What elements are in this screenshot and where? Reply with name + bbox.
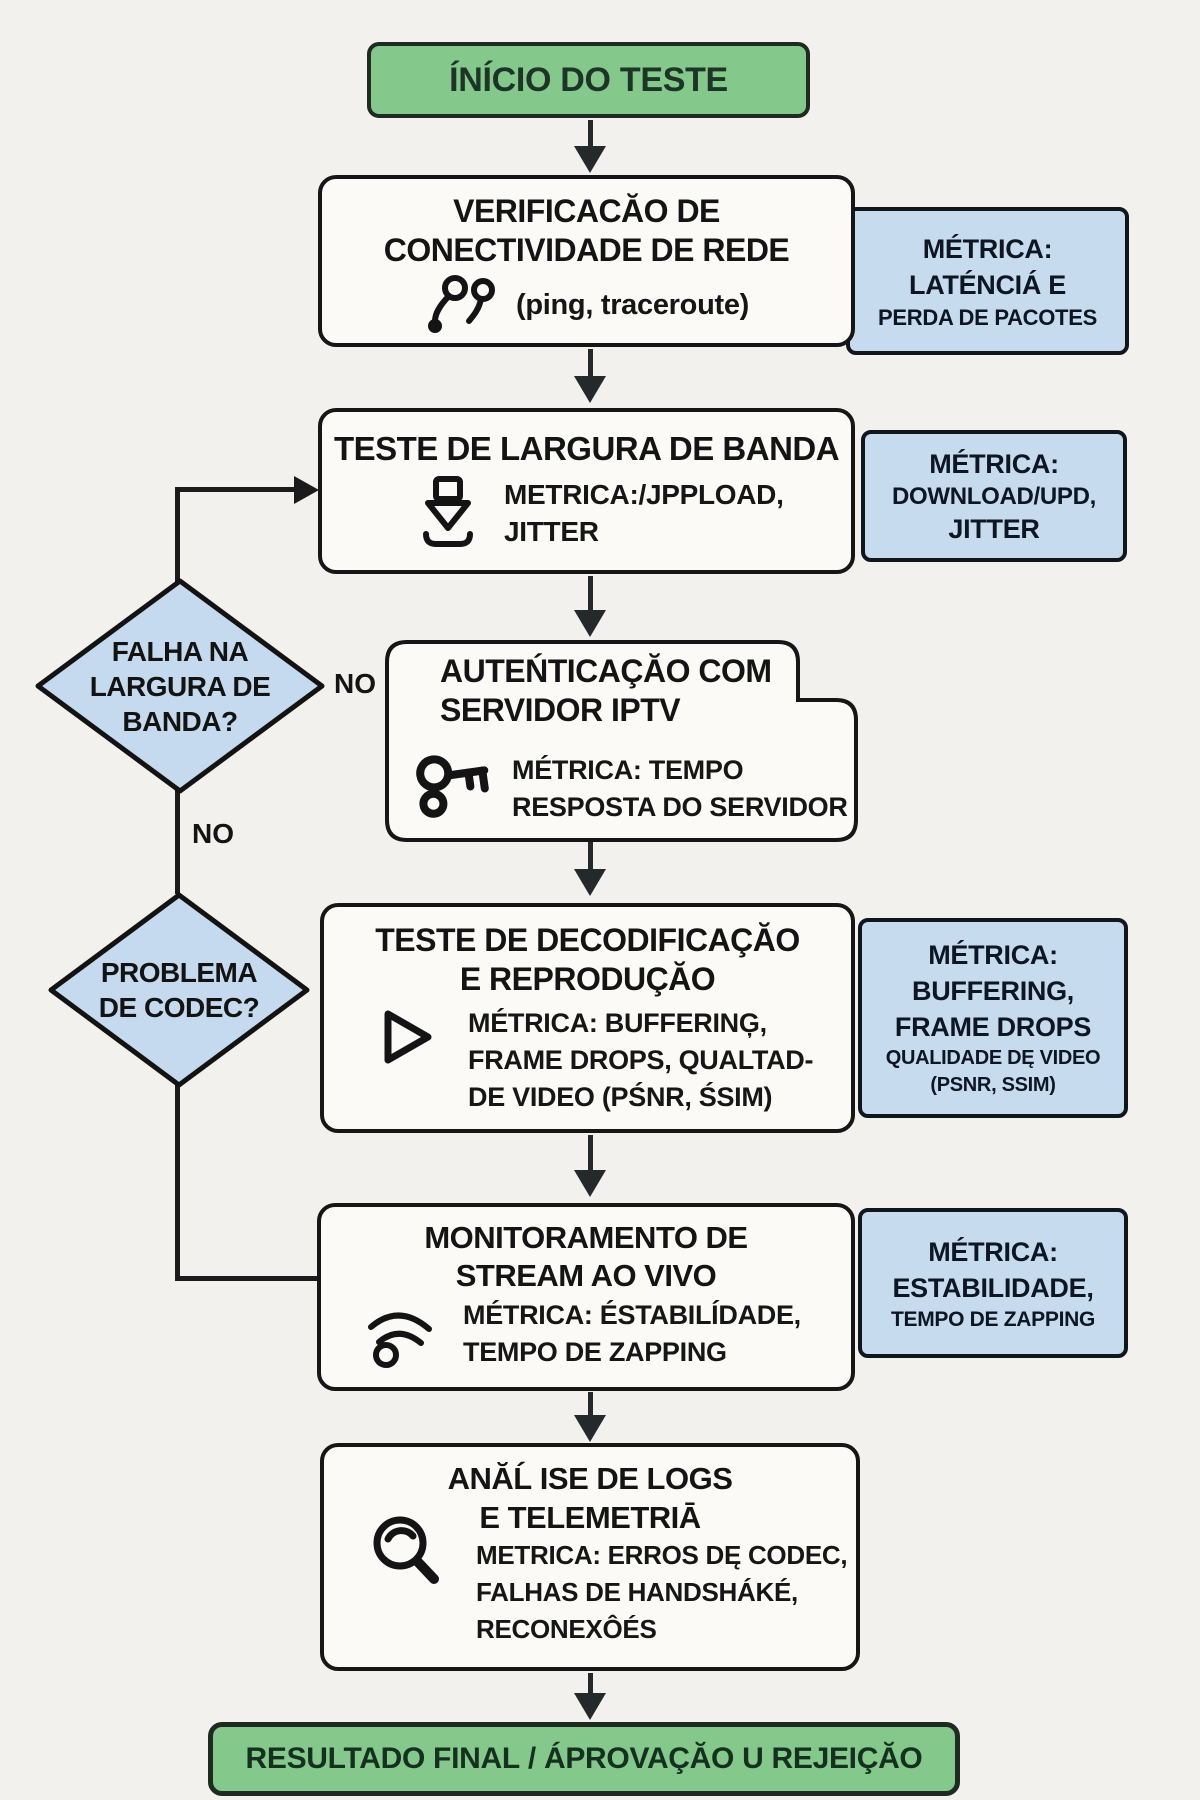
no-label-down: NO bbox=[192, 818, 234, 849]
bandwidth-title: TESTE DE LARGURA DE BANDA bbox=[333, 430, 840, 467]
flow-arrow-shaft bbox=[588, 349, 593, 378]
flow-arrow-head bbox=[574, 1170, 606, 1197]
decision-bandwidth-failure: FALHA NA LARGURA DE BANDA? bbox=[35, 578, 325, 794]
connectivity-node: VERIFICACĂO DE CONECTIVIDADE DE REDE (pi… bbox=[318, 175, 855, 347]
auth-detail-line1: MÉTRICA: TEMPO bbox=[512, 755, 744, 785]
metric-line: MÉTRICA: bbox=[922, 233, 1053, 264]
metric-line: TEMPO DE ZAPPING bbox=[890, 1307, 1096, 1331]
metric-line: LATÉNCIÁ E bbox=[909, 269, 1066, 300]
end-node: RESULTADO FINAL / ÁPROVAÇĂO U REJEIÇĂO bbox=[208, 1722, 960, 1796]
metric-line: ESTABILIDADE, bbox=[892, 1272, 1094, 1303]
wifi-icon bbox=[368, 1312, 432, 1368]
connectivity-title-line1: VERIFICACĂO DE bbox=[453, 193, 720, 229]
decision-bandwidth-failure-shape bbox=[35, 578, 325, 794]
monitoring-detail-line2: TEMPO DE ZAPPING bbox=[463, 1337, 727, 1367]
connectivity-title-line2: CONECTIVIDADE DE REDE bbox=[383, 232, 790, 268]
end-label-rest: / ÁPROVAÇĂO U REJEIÇĂO bbox=[519, 1742, 923, 1775]
metric-line: QUALIDADE DĘ VIDEO bbox=[885, 1047, 1101, 1069]
bandwidth-detail-line2: JITTER bbox=[504, 516, 599, 547]
decision-line: BANDA? bbox=[122, 705, 238, 737]
connector-decision1-decision2 bbox=[175, 790, 180, 894]
flow-arrow-head bbox=[574, 610, 606, 637]
flow-arrow-head bbox=[574, 146, 606, 173]
metric-line: FRAME DROPS bbox=[894, 1012, 1092, 1042]
flow-arrow-shaft bbox=[588, 842, 593, 871]
network-nodes-icon bbox=[427, 275, 495, 333]
no-label-side: NO bbox=[334, 668, 376, 699]
decode-detail-line1: MÉTRICA: BUFFERINĢ, bbox=[468, 1008, 767, 1038]
flow-arrow-shaft bbox=[588, 1392, 593, 1417]
bandwidth-node: TESTE DE LARGURA DE BANDA METRICA:/JPPLO… bbox=[318, 408, 855, 574]
auth-node-shape bbox=[385, 640, 858, 842]
metric-line: MÉTRICA: bbox=[928, 1236, 1058, 1267]
download-icon bbox=[423, 476, 473, 547]
metric-line: PERDA DE PACOTES bbox=[878, 304, 1097, 330]
decode-detail-line3: DE VIDEO (PŚNR, ŚSIM) bbox=[468, 1082, 773, 1112]
monitoring-title-line1: MONITORAMENTO DE bbox=[424, 1220, 748, 1255]
decode-node: TESTE DE DECODIFICAÇĂO E REPRODUÇĂO MÉTR… bbox=[320, 903, 855, 1133]
auth-detail-line2: RESPOSTA DO SERVIDOR bbox=[512, 792, 848, 822]
logs-title-line1: ANĂĹ ISE DE LOGS bbox=[447, 1461, 733, 1496]
flow-arrow-shaft bbox=[588, 576, 593, 612]
monitoring-node: MONITORAMENTO DE STREAM AO VIVO MÉTRICA:… bbox=[317, 1203, 855, 1391]
auth-title-line1: AUTEŃTICAÇĂO COM bbox=[440, 653, 772, 689]
decode-title-line2: E REPRODUÇĂO bbox=[459, 961, 716, 997]
monitoring-title-line2: STREAM AO VIVO bbox=[455, 1258, 717, 1293]
flow-arrow-head bbox=[574, 1693, 606, 1720]
logs-node: ANĂĹ ISE DE LOGS E TELEMETRIĀ METRICA: E… bbox=[320, 1443, 860, 1671]
bandwidth-metric-badge: MÉTRICA: DOWNLOAD/UPD, JITTER bbox=[861, 430, 1127, 562]
decode-detail-line2: FRAME DROPS, QUALTAD- bbox=[468, 1045, 814, 1075]
metric-line: MÉTRICA: bbox=[928, 940, 1058, 970]
loop-bandwidth-horizontal bbox=[175, 487, 295, 492]
metric-line: BUFFERING, bbox=[912, 976, 1074, 1006]
loop-codec-vertical bbox=[175, 1085, 180, 1281]
magnifier-icon bbox=[373, 1516, 439, 1584]
flow-arrow-head bbox=[574, 869, 606, 896]
logs-title-line2: E TELEMETRIĀ bbox=[479, 1500, 701, 1535]
logs-detail-line3: RECONEXÔÉS bbox=[476, 1614, 657, 1644]
loop-codec-horizontal bbox=[175, 1276, 318, 1281]
decision-codec-problem-shape bbox=[48, 892, 310, 1088]
end-label-bold: RESULTADO FINAL bbox=[245, 1742, 521, 1775]
monitoring-metric-badge: MÉTRICA: ESTABILIDADE, TEMPO DE ZAPPING bbox=[858, 1208, 1128, 1358]
flow-arrow-head bbox=[574, 1415, 606, 1442]
play-icon bbox=[384, 1010, 432, 1064]
connectivity-detail: (ping, traceroute) bbox=[515, 288, 750, 321]
logs-detail-line2: FALHAS DE HANDSHÁKÉ, bbox=[476, 1577, 798, 1607]
connectivity-metric-badge: MÉTRICA: LATÉNCIÁ E PERDA DE PACOTES bbox=[846, 207, 1129, 355]
metric-line: (PSNR, SSIM) bbox=[930, 1074, 1056, 1096]
metric-line: JITTER bbox=[948, 513, 1040, 544]
loop-bandwidth-arrowhead bbox=[294, 476, 319, 504]
monitoring-detail-line1: MÉTRICA: ÉSTABILÍDADE, bbox=[463, 1300, 801, 1330]
flow-arrow-shaft bbox=[588, 120, 593, 148]
decision-line: FALHA NA bbox=[111, 635, 249, 667]
key-icon bbox=[416, 755, 489, 818]
start-label: ÍNÍCIO DO TESTE bbox=[449, 60, 728, 99]
metric-line: MÉTRICA: bbox=[929, 448, 1059, 479]
flow-arrow-head bbox=[574, 376, 606, 403]
metric-line: DOWNLOAD/UPD, bbox=[891, 482, 1097, 510]
flow-arrow-shaft bbox=[588, 1673, 593, 1695]
logs-detail-line1: METRICA: ERROS DĘ CODEC, bbox=[476, 1540, 848, 1570]
flow-arrow-shaft bbox=[588, 1135, 593, 1172]
decision-line: DE CODEC? bbox=[98, 992, 260, 1023]
decision-line: LARGURA DE bbox=[89, 670, 271, 702]
start-node: ÍNÍCIO DO TESTE bbox=[367, 42, 810, 118]
decode-title-line1: TESTE DE DECODIFICAÇĂO bbox=[375, 922, 800, 958]
bandwidth-detail-line1: METRICA:/JPPLOAD, bbox=[504, 479, 784, 510]
decode-metric-badge: MÉTRICA: BUFFERING, FRAME DROPS QUALIDAD… bbox=[858, 918, 1128, 1118]
decision-codec-problem: PROBLEMA DE CODEC? bbox=[48, 892, 310, 1088]
auth-title-line2: SERVIDOR IPTV bbox=[440, 692, 681, 728]
decision-line: PROBLEMA bbox=[100, 957, 258, 988]
loop-bandwidth-vertical bbox=[175, 487, 180, 582]
